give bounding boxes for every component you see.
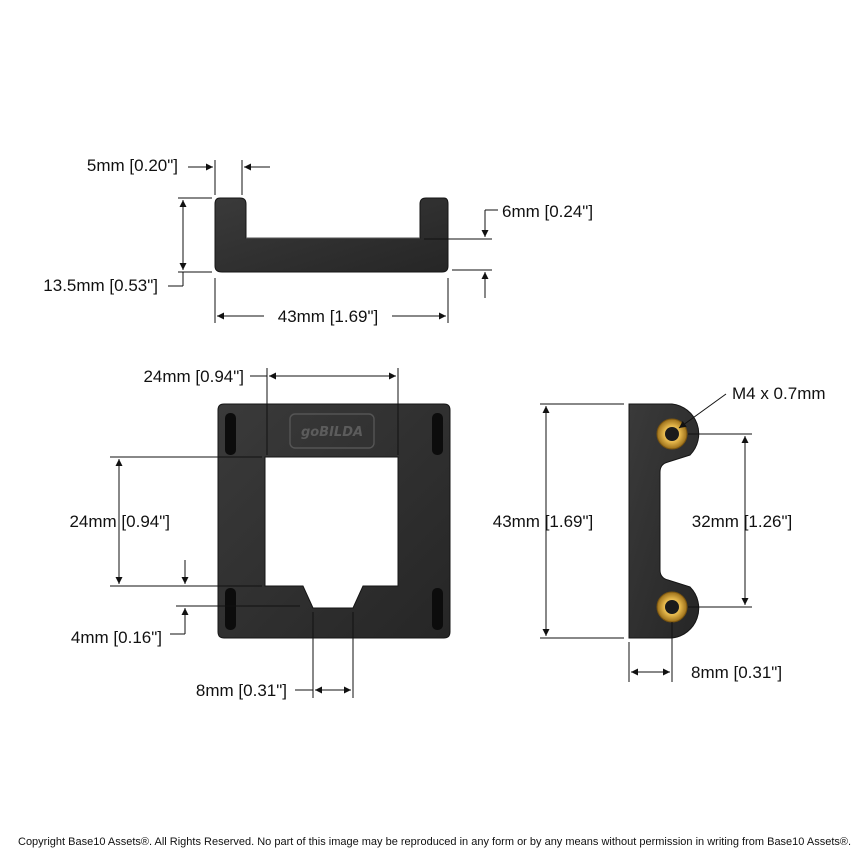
top-wall-label: 5mm [0.20"] <box>87 156 178 175</box>
top-step-label: 6mm [0.24"] <box>502 202 593 221</box>
side-view: 43mm [1.69"] M4 x 0.7mm 32mm [1.26"] 8mm… <box>493 384 826 682</box>
front-view-part <box>217 403 451 639</box>
side-height-label: 43mm [1.69"] <box>493 512 594 531</box>
gobilda-logo: goBILDA <box>289 413 375 449</box>
front-slot <box>225 588 236 630</box>
front-slot <box>225 413 236 455</box>
front-slot <box>432 588 443 630</box>
threaded-insert <box>656 591 688 623</box>
side-hole-spacing-label: 32mm [1.26"] <box>692 512 793 531</box>
copyright-notice: Copyright Base10 Assets®. All Rights Res… <box>18 836 852 848</box>
front-notch-depth-label: 4mm [0.16"] <box>71 628 162 647</box>
svg-text:goBILDA: goBILDA <box>301 425 363 440</box>
side-view-part <box>628 403 700 639</box>
threaded-insert <box>656 418 688 450</box>
side-thread-label: M4 x 0.7mm <box>732 384 826 403</box>
front-view: goBILDA 24mm [0.94"] 24mm [0.94"] 4mm [0… <box>69 367 451 700</box>
top-view: 5mm [0.20"] 6mm [0.24"] 13.5mm [0.53"] 4… <box>43 156 593 326</box>
side-hole-offset-label: 8mm [0.31"] <box>691 663 782 682</box>
front-opening-width-label: 24mm [0.94"] <box>143 367 244 386</box>
front-opening-height-label: 24mm [0.94"] <box>69 512 170 531</box>
front-slot <box>432 413 443 455</box>
front-notch-width-label: 8mm [0.31"] <box>196 681 287 700</box>
top-view-part <box>214 197 449 273</box>
top-height-label: 13.5mm [0.53"] <box>43 276 158 295</box>
top-width-label: 43mm [1.69"] <box>278 307 379 326</box>
